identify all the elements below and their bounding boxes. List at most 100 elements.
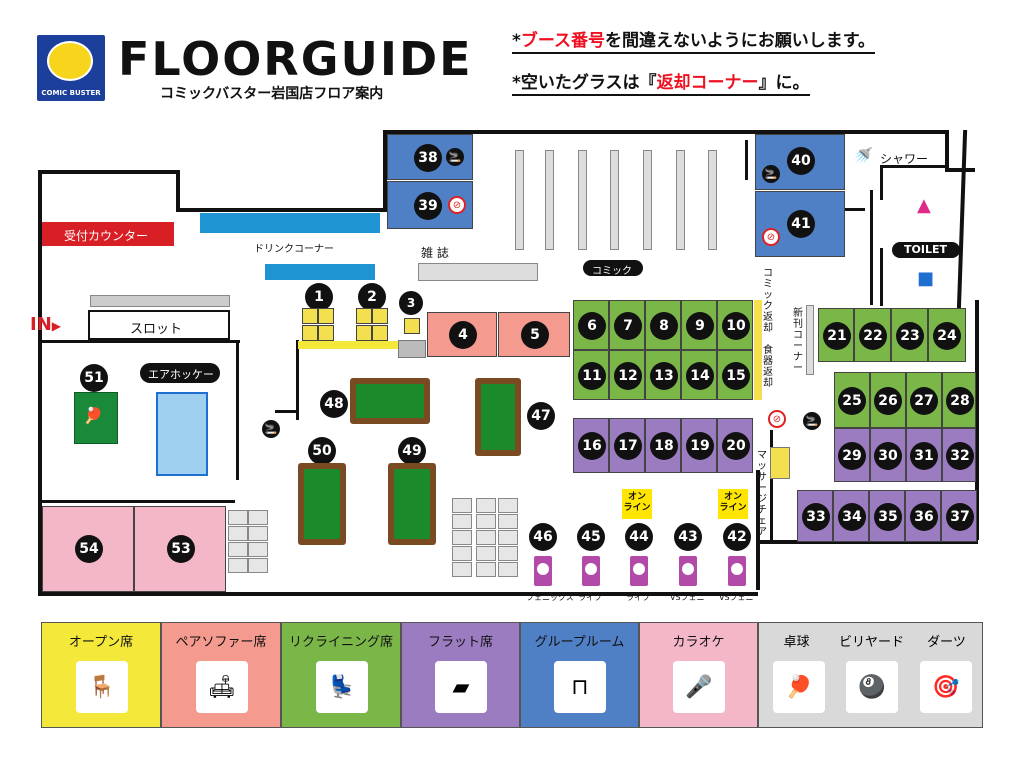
pc-desk[interactable] bbox=[228, 542, 248, 557]
booth-4[interactable]: 4 bbox=[427, 312, 497, 357]
pc-desk[interactable] bbox=[228, 558, 248, 573]
wall bbox=[956, 130, 968, 310]
booth-1-seat[interactable] bbox=[302, 308, 318, 324]
booth-13[interactable]: 13 bbox=[645, 350, 681, 400]
pc-desk[interactable] bbox=[476, 562, 496, 577]
pc-desk[interactable] bbox=[452, 498, 472, 513]
booth-2-seat[interactable] bbox=[372, 325, 388, 341]
booth-21[interactable]: 21 bbox=[818, 308, 854, 362]
booth-3-seat[interactable] bbox=[404, 318, 420, 334]
booth-6[interactable]: 6 bbox=[573, 300, 609, 350]
booth-36[interactable]: 36 bbox=[905, 490, 941, 542]
pc-desk[interactable] bbox=[452, 546, 472, 561]
booth-32[interactable]: 32 bbox=[942, 428, 976, 482]
pc-desk[interactable] bbox=[498, 530, 518, 545]
no-smoking-icon: ⊘ bbox=[768, 410, 786, 428]
booth-54[interactable]: 54 bbox=[42, 506, 134, 592]
booth-1-seat[interactable] bbox=[302, 325, 318, 341]
booth-22[interactable]: 22 bbox=[854, 308, 891, 362]
booth-19[interactable]: 19 bbox=[681, 418, 717, 473]
floor-map: 受付カウンター IN▶ スロット ドリンクコーナー 雑 誌 コミック 38 🚬 … bbox=[30, 130, 979, 602]
billiard-table-47[interactable] bbox=[475, 378, 521, 456]
booth-31[interactable]: 31 bbox=[906, 428, 942, 482]
booth-7[interactable]: 7 bbox=[609, 300, 645, 350]
booth-17[interactable]: 17 bbox=[609, 418, 645, 473]
pc-desk[interactable] bbox=[452, 530, 472, 545]
pc-desk[interactable] bbox=[476, 546, 496, 561]
booth-38[interactable]: 38 🚬 bbox=[387, 134, 473, 180]
booth-40[interactable]: 40 🚬 bbox=[755, 134, 845, 190]
pc-desk[interactable] bbox=[452, 514, 472, 529]
pc-desk[interactable] bbox=[476, 498, 496, 513]
billiard-table-50[interactable] bbox=[298, 463, 346, 545]
notice-return-glass: *空いたグラスは『返却コーナー』に。 bbox=[512, 68, 810, 96]
pc-desk[interactable] bbox=[248, 510, 268, 525]
booth-20[interactable]: 20 bbox=[717, 418, 753, 473]
booth-25[interactable]: 25 bbox=[834, 372, 870, 428]
booth-15[interactable]: 15 bbox=[717, 350, 753, 400]
booth-39[interactable]: 39 ⊘ bbox=[387, 181, 473, 229]
pc-desk[interactable] bbox=[498, 546, 518, 561]
booth-number: 33 bbox=[802, 503, 830, 531]
bookshelf bbox=[676, 150, 685, 250]
booth-2-seat[interactable] bbox=[356, 325, 372, 341]
sofa-icon: 🛋 bbox=[196, 661, 248, 713]
billiard-table-48[interactable] bbox=[350, 378, 430, 424]
wall bbox=[38, 170, 178, 174]
booth-26[interactable]: 26 bbox=[870, 372, 906, 428]
booth-37[interactable]: 37 bbox=[941, 490, 977, 542]
booth-34[interactable]: 34 bbox=[833, 490, 869, 542]
booth-27[interactable]: 27 bbox=[906, 372, 942, 428]
air-hockey-table[interactable] bbox=[156, 392, 208, 476]
dart-machine-43[interactable] bbox=[679, 556, 697, 586]
pc-desk[interactable] bbox=[248, 526, 268, 541]
pc-desk[interactable] bbox=[476, 514, 496, 529]
booth-5[interactable]: 5 bbox=[498, 312, 570, 357]
pc-desk[interactable] bbox=[248, 558, 268, 573]
booth-2-seat[interactable] bbox=[356, 308, 372, 324]
massage-chair[interactable] bbox=[770, 447, 790, 479]
dart-machine-45[interactable] bbox=[582, 556, 600, 586]
booth-10[interactable]: 10 bbox=[717, 300, 753, 350]
booth-1-seat[interactable] bbox=[318, 325, 334, 341]
booth-41[interactable]: 41 ⊘ bbox=[755, 191, 845, 257]
dart-machine-44[interactable] bbox=[630, 556, 648, 586]
pc-desk[interactable] bbox=[248, 542, 268, 557]
booth-number: 24 bbox=[933, 322, 961, 350]
booth-29[interactable]: 29 bbox=[834, 428, 870, 482]
booth-18[interactable]: 18 bbox=[645, 418, 681, 473]
bookshelf bbox=[515, 150, 524, 250]
pc-desk[interactable] bbox=[476, 530, 496, 545]
booth-30[interactable]: 30 bbox=[870, 428, 906, 482]
dart-machine-42[interactable] bbox=[728, 556, 746, 586]
booth-2-seat[interactable] bbox=[372, 308, 388, 324]
booth-11[interactable]: 11 bbox=[573, 350, 609, 400]
pc-desk[interactable] bbox=[452, 562, 472, 577]
pc-desk[interactable] bbox=[498, 498, 518, 513]
dart-machine-46[interactable] bbox=[534, 556, 552, 586]
billiard-table-49[interactable] bbox=[388, 463, 436, 545]
logo-mascot-icon bbox=[47, 41, 93, 81]
booth-33[interactable]: 33 bbox=[797, 490, 833, 542]
booth-16[interactable]: 16 bbox=[573, 418, 609, 473]
booth-number: 38 bbox=[414, 144, 442, 172]
booth-28[interactable]: 28 bbox=[942, 372, 976, 428]
page-subtitle: コミックバスター岩国店フロア案内 bbox=[160, 86, 384, 102]
booth-23[interactable]: 23 bbox=[891, 308, 928, 362]
booth-1-seat[interactable] bbox=[318, 308, 334, 324]
pc-desk[interactable] bbox=[228, 510, 248, 525]
booth-8[interactable]: 8 bbox=[645, 300, 681, 350]
comic-return-label: コミック返却 bbox=[763, 268, 773, 334]
booth-35[interactable]: 35 bbox=[869, 490, 905, 542]
booth-53[interactable]: 53 bbox=[134, 506, 226, 592]
pc-desk[interactable] bbox=[498, 514, 518, 529]
booth-14[interactable]: 14 bbox=[681, 350, 717, 400]
ping-pong-icon: 🏓 bbox=[773, 661, 825, 713]
ping-pong-table-51[interactable]: 🏓 bbox=[74, 392, 118, 444]
booth-24[interactable]: 24 bbox=[928, 308, 966, 362]
online-badge: オン ライン bbox=[622, 489, 652, 519]
pc-desk[interactable] bbox=[228, 526, 248, 541]
pc-desk[interactable] bbox=[498, 562, 518, 577]
booth-9[interactable]: 9 bbox=[681, 300, 717, 350]
booth-12[interactable]: 12 bbox=[609, 350, 645, 400]
